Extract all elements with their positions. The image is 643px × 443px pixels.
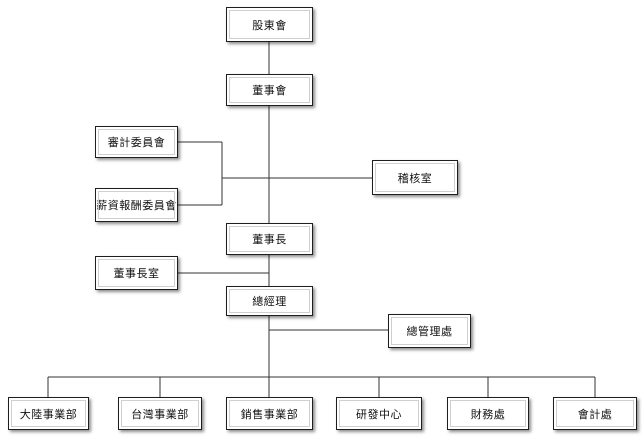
department-label: 大陸事業部 [19, 407, 78, 421]
chairman-box: 董事長 [226, 223, 313, 255]
department-box: 財務處 [447, 397, 529, 430]
department-label: 台灣事業部 [131, 407, 189, 421]
audit-committee-box: 審計委員會 [95, 126, 178, 158]
compensation-committee-label: 薪資報酬委員會 [96, 199, 177, 212]
general-manager-box: 總經理 [226, 286, 313, 316]
department-label: 銷售事業部 [240, 407, 299, 421]
department-box: 銷售事業部 [226, 397, 313, 430]
chairman-office-box: 董事長室 [95, 256, 178, 290]
chairman-label: 董事長 [252, 233, 287, 246]
compensation-committee-box: 薪資報酬委員會 [95, 188, 178, 222]
shareholders-meeting-box: 股東會 [226, 7, 313, 42]
board-of-directors-box: 董事會 [226, 74, 313, 106]
board-of-directors-label: 董事會 [252, 84, 287, 97]
department-box: 研發中心 [336, 397, 422, 430]
department-label: 會計處 [577, 407, 613, 421]
general-management-office-label: 總管理處 [406, 325, 453, 338]
department-label: 研發中心 [356, 407, 402, 421]
internal-audit-office-box: 稽核室 [372, 160, 458, 195]
chairman-office-label: 董事長室 [113, 267, 160, 280]
department-box: 會計處 [553, 397, 637, 430]
general-manager-label: 總經理 [252, 295, 287, 308]
department-box: 台灣事業部 [118, 397, 202, 430]
department-box: 大陸事業部 [8, 397, 89, 430]
department-label: 財務處 [470, 407, 506, 421]
internal-audit-office-label: 稽核室 [397, 171, 433, 185]
shareholders-meeting-label: 股東會 [252, 18, 287, 32]
audit-committee-label: 審計委員會 [107, 136, 166, 149]
general-management-office-box: 總管理處 [388, 314, 471, 348]
